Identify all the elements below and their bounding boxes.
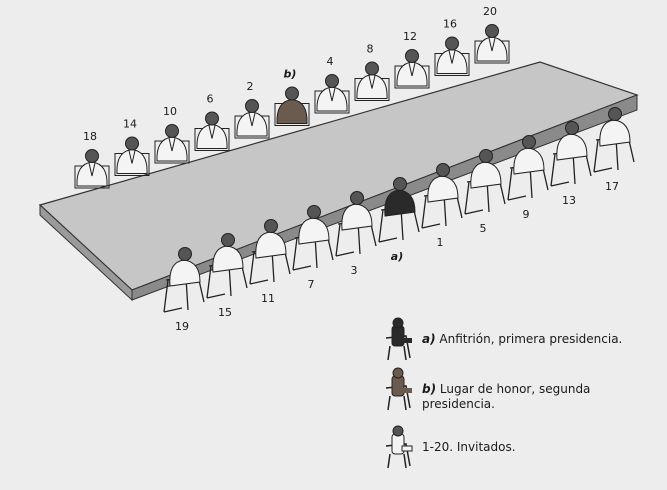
front-row-seat-label: a) — [391, 250, 403, 263]
front-row-seat-label: 15 — [218, 306, 232, 319]
legend-tag-honor: b) — [422, 382, 437, 396]
front-row-seat-label: 7 — [308, 278, 315, 291]
front-row-seat-label: 1 — [437, 236, 444, 249]
back-row-seat-label: 18 — [83, 130, 97, 143]
front-row-seat-label: 5 — [480, 222, 487, 235]
front-row-seat-label: 19 — [175, 320, 189, 333]
front-row-seat-15: 15 — [206, 233, 248, 319]
front-row-seat-1: 1 — [421, 163, 463, 249]
back-row-seat-2: 2 — [234, 80, 270, 139]
front-row-seat-a: a) — [378, 177, 420, 263]
back-row-seat-6: 6 — [194, 93, 230, 151]
back-row-seat-14: 14 — [114, 118, 150, 176]
front-row-seat-9: 9 — [507, 135, 549, 221]
front-row-seat-7: 7 — [292, 205, 334, 291]
legend-text-honor: Lugar de honor, segunda presidencia. — [422, 382, 591, 411]
front-row-seat-19: 19 — [163, 247, 205, 333]
back-row-seat-16: 16 — [434, 18, 470, 76]
front-row-seat-label: 3 — [351, 264, 358, 277]
back-row-seat-label: 20 — [483, 5, 497, 18]
back-row-seat-label: 16 — [443, 18, 457, 31]
back-row-seat-label: 12 — [403, 30, 417, 43]
back-row-seat-20: 20 — [474, 5, 510, 64]
back-row-seat-label: b) — [284, 68, 297, 81]
back-row-seat-label: 8 — [367, 43, 374, 56]
legend-text-host: Anfitrión, primera presidencia. — [439, 332, 623, 346]
back-row-seat-label: 2 — [247, 80, 254, 93]
back-row-seat-label: 10 — [163, 105, 177, 118]
front-row-seat-label: 9 — [523, 208, 530, 221]
front-row-seat-label: 11 — [261, 292, 275, 305]
back-row-seat-8: 8 — [354, 43, 390, 101]
medium-suit-figure-icon — [385, 367, 412, 411]
front-row-seat-label: 17 — [605, 180, 619, 193]
dark-suit-figure-icon — [385, 317, 412, 361]
legend-text-guests: 1-20. Invitados. — [422, 440, 516, 454]
legend-item-guests: 1-20. Invitados. — [378, 424, 516, 472]
back-row-seat-10: 10 — [154, 105, 190, 164]
front-row-seat-label: 13 — [562, 194, 576, 207]
back-row-seat-4: 4 — [314, 55, 350, 114]
front-row-seat-11: 11 — [249, 219, 291, 305]
back-row-seat-12: 12 — [394, 30, 430, 89]
back-row-seat-18: 18 — [74, 130, 110, 189]
legend-tag-host: a) — [422, 332, 436, 346]
legend-item-host: a) Anfitrión, primera presidencia. — [378, 316, 622, 364]
legend-item-honor: b) Lugar de honor, segunda presidencia. — [378, 366, 658, 414]
back-row-seat-label: 6 — [207, 93, 214, 106]
back-row-seat-label: 4 — [327, 55, 334, 68]
light-suit-figure-icon — [385, 425, 413, 469]
front-row-seat-5: 5 — [464, 149, 506, 235]
front-row-seat-17: 17 — [593, 107, 635, 193]
back-row-seat-b: b) — [274, 68, 310, 126]
front-row-seat-3: 3 — [335, 191, 377, 277]
back-row-seat-label: 14 — [123, 118, 137, 131]
front-row-seat-13: 13 — [550, 121, 592, 207]
back-row-seats: 18 14 10 6 2 b) 4 8 12 16 20 — [74, 5, 510, 189]
